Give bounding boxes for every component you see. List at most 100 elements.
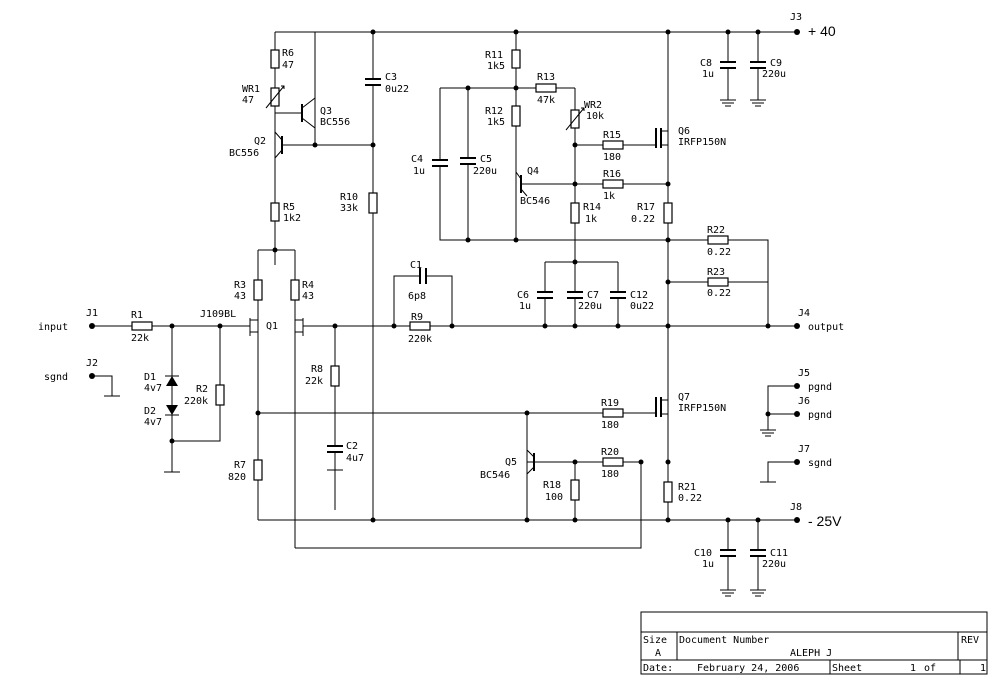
r12-body: [511, 105, 521, 127]
c11-ref: C11: [770, 548, 788, 559]
q6-ref: Q6: [678, 126, 690, 137]
c1-value: 6p8: [408, 291, 426, 302]
ground-icon: [760, 429, 776, 437]
r20-ref: R20: [601, 447, 619, 458]
c6-value: 1u: [519, 301, 531, 312]
j1-ref: J1: [86, 308, 98, 319]
r19-ref: R19: [601, 398, 619, 409]
size-label: Size: [643, 635, 667, 646]
d2-value: 4v7: [144, 417, 162, 428]
c8-plates: [720, 61, 736, 69]
j7-label: sgnd: [808, 458, 832, 469]
c9-ref: C9: [770, 58, 782, 69]
j4-ref: J4: [798, 308, 810, 319]
c5-value: 220u: [473, 166, 497, 177]
sheet-label: Sheet: [832, 663, 862, 674]
c10-plates: [720, 549, 736, 557]
c10-ref: C10: [694, 548, 712, 559]
c11-plates: [750, 549, 766, 557]
r18-value: 100: [545, 492, 563, 503]
c5-plates: [460, 157, 476, 165]
j4-label: output: [808, 322, 844, 333]
j2-label: sgnd: [44, 372, 68, 383]
q6-value: IRFP150N: [678, 137, 726, 148]
q4-ref: Q4: [527, 166, 539, 177]
r6-ref: R6: [282, 48, 294, 59]
c9-value: 220u: [762, 69, 786, 80]
c12-ref: C12: [630, 290, 648, 301]
c4-ref: C4: [411, 154, 423, 165]
j6-label: pgnd: [808, 410, 832, 421]
q2-ref: Q2: [254, 136, 266, 147]
r2-ref: R2: [196, 384, 208, 395]
transistors: [249, 97, 668, 490]
c8-ref: C8: [700, 58, 712, 69]
r23-ref: R23: [707, 267, 725, 278]
r18-body: [570, 479, 580, 501]
wr1-value: 47: [242, 95, 254, 106]
r23-body: [707, 277, 729, 287]
q6-gate: [655, 128, 662, 148]
q7-ref: Q7: [678, 392, 690, 403]
c7-plates: [567, 291, 583, 299]
junction-dots: [169, 29, 771, 523]
r21-value: 0.22: [678, 493, 702, 504]
ground-icon: [720, 99, 736, 107]
c3-value: 0u22: [385, 84, 409, 95]
r5-body: [270, 202, 280, 222]
r11-value: 1k5: [487, 61, 505, 72]
r11-ref: R11: [485, 50, 503, 61]
r1-body: [131, 321, 153, 331]
sheet-value: 1: [910, 663, 916, 674]
r17-body: [663, 202, 673, 224]
d2-symbol: [166, 405, 178, 415]
j5-label: pgnd: [808, 382, 832, 393]
q1-value: J109BL: [200, 309, 236, 320]
c7-value: 220u: [578, 301, 602, 312]
q5-ref: Q5: [505, 457, 517, 468]
c8-value: 1u: [702, 69, 714, 80]
r4-value: 43: [302, 291, 314, 302]
r15-body: [602, 140, 624, 150]
wr2-ref: WR2: [584, 100, 602, 111]
j3-ref: J3: [790, 12, 802, 23]
wires: [92, 31, 797, 590]
q2-value: BC556: [229, 148, 259, 159]
r5-value: 1k2: [283, 213, 301, 224]
wr2-value: 10k: [586, 111, 604, 122]
c9-plates: [750, 61, 766, 69]
r8-value: 22k: [305, 376, 323, 387]
c4-value: 1u: [413, 166, 425, 177]
j8-pin: [794, 517, 800, 523]
c2-value: 4u7: [346, 453, 364, 464]
j5-pin: [794, 383, 800, 389]
ground-icon: [720, 589, 736, 597]
r16-value: 1k: [603, 191, 615, 202]
resistors: [131, 49, 729, 503]
j6-ref: J6: [798, 396, 810, 407]
docnum-label: Document Number: [679, 635, 769, 646]
of-value: 1: [980, 663, 986, 674]
r19-body: [602, 408, 624, 418]
docnum-value: ALEPH J: [790, 648, 832, 659]
r14-body: [570, 202, 580, 224]
r17-value: 0.22: [631, 214, 655, 225]
q4-value: BC546: [520, 196, 550, 207]
r21-ref: R21: [678, 482, 696, 493]
j5-ref: J5: [798, 368, 810, 379]
r16-body: [602, 179, 624, 189]
r4-ref: R4: [302, 280, 314, 291]
c6-plates: [537, 291, 553, 299]
q7-gate: [655, 397, 662, 417]
capacitors: [327, 61, 766, 557]
j8-ref: J8: [790, 502, 802, 513]
r10-ref: R10: [340, 192, 358, 203]
rev-label: REV: [961, 635, 979, 646]
c12-plates: [610, 291, 626, 299]
r9-ref: R9: [411, 312, 423, 323]
c1-plates: [419, 268, 427, 284]
r23-value: 0.22: [707, 288, 731, 299]
r5-ref: R5: [283, 202, 295, 213]
c7-ref: C7: [587, 290, 599, 301]
